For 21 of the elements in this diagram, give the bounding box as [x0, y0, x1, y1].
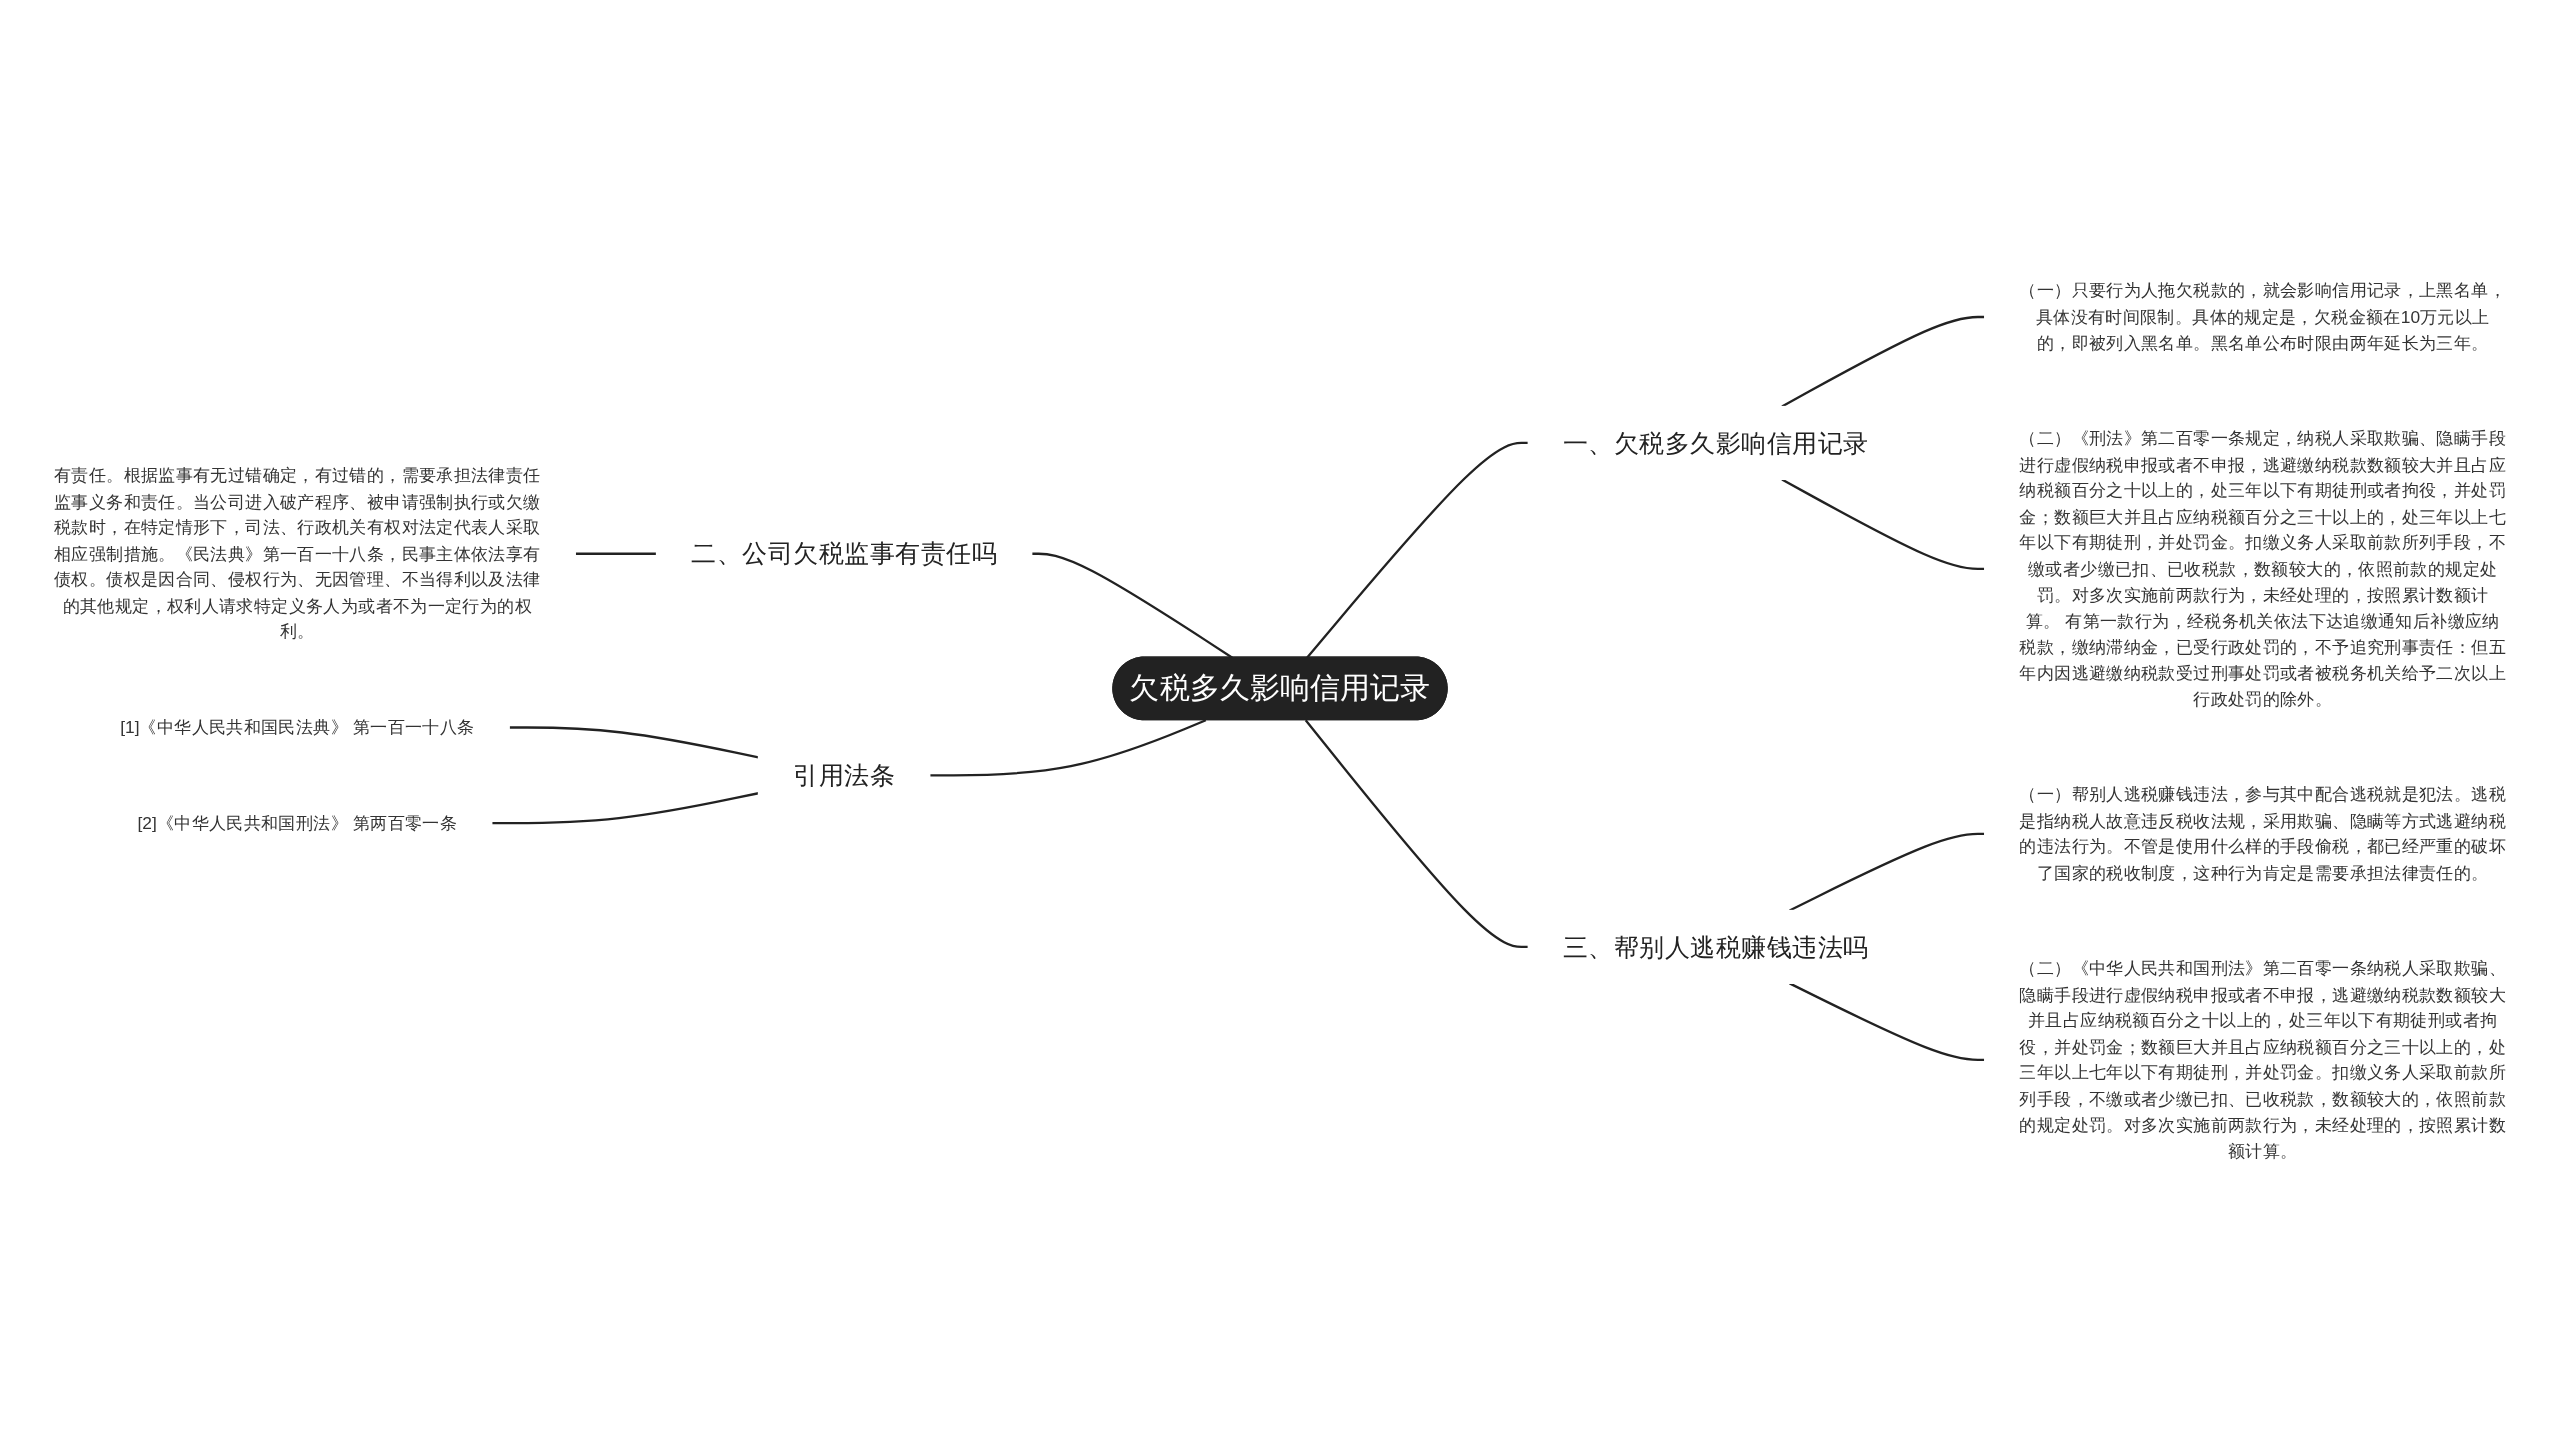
connector [1781, 315, 1985, 407]
node-text: （一）帮别人逃税赚钱违法，参与其中配合逃税就是犯法。逃税是指纳税人故意违反税收法规，采用欺骗、隐瞒等方式逃避纳税的违法行为。不管是使用什么样的手段偷税，都已经严重的破坏了国家的税收制度，这种行为肯定是需要承担法律责任的。 [2019, 783, 2506, 882]
connector [1306, 441, 1529, 658]
node-text: [2]《中华人民共和国刑法》 第两百零一条 [137, 811, 458, 832]
connector [491, 791, 759, 824]
connector [929, 718, 1207, 776]
node-text: 二、公司欠税监事有责任吗 [691, 538, 998, 568]
node-text: 引用法条 [793, 760, 896, 790]
connector [1789, 981, 1985, 1061]
connector [509, 725, 759, 758]
node-text: [1]《中华人民共和国民法典》 第一百一十八条 [120, 716, 475, 736]
connector [1781, 477, 1985, 570]
connector [1789, 832, 1985, 911]
node-text: 三、帮别人逃税赚钱违法吗 [1562, 931, 1869, 961]
connector [1304, 719, 1529, 948]
node-text: （二）《刑法》第二百零一条规定，纳税人采取欺骗、隐瞒手段进行虚假纳税申报或者不申报，逃避缴纳税款数额较大并且占应纳税额百分之十以上的，处三年以下有期徒刑或者拘役，并处罚金；数额巨大并且占应纳税额百分之三十以上的，处三年以上七年以下有期徒刑，并处罚金。扣缴义务人采取前款所列手段，不缴或者少缴已扣、已收税款，数额较大的，依照前款的规定处罚。对多次实施前两款行为，未经处理的，按照累计数额计算。 有第一款行为，经税务机关依法下达追缴通知后补缴应纳税款，缴纳滞纳金，已受行政处罚的，不予追究刑事责任：但五年内因逃避缴纳税款受过刑事处罚或者被税务机关给予二次以上行政处罚的除外。 [2019, 427, 2506, 708]
node-text: （二）《中华人民共和国刑法》第二百零一条纳税人采取欺骗、隐瞒手段进行虚假纳税申报或者不申报，逃避缴纳税款数额较大并且占应纳税额百分之十以上的，处三年以下有期徒刑或者拘役，并处罚金；数额巨大并且占应纳税额百分之三十以上的，处三年以上七年以下有期徒刑，并处罚金。扣缴义务人采取前款所列手段，不缴或者少缴已扣、已收税款，数额较大的，依照前款的规定处罚。对多次实施前两款行为，未经处理的，按照累计数额计算。 [2019, 957, 2506, 1160]
node-text: （一）只要行为人拖欠税款的，就会影响信用记录，上黑名单，具体没有时间限制。具体的规定是，欠税金额在10万元以上的，即被列入黑名单。黑名单公布时限由两年延长为三年。 [2019, 279, 2506, 352]
node-text: 一、欠税多久影响信用记录 [1562, 427, 1869, 457]
node-text: 有责任。根据监事有无过错确定，有过错的，需要承担法律责任监事义务和责任。当公司进入破产程序、被申请强制执行或欠缴税款时，在特定情形下，司法、行政机关有权对法定代表人采取相应强制措施。《民法典》第一百一十八条，民事主体依法享有债权。债权是因合同、侵权行为、无因管理、不当得利以及法律的其他规定，权利人请求特定义务人为或者不为一定行为的权利。 [54, 464, 541, 641]
connector [575, 552, 657, 555]
